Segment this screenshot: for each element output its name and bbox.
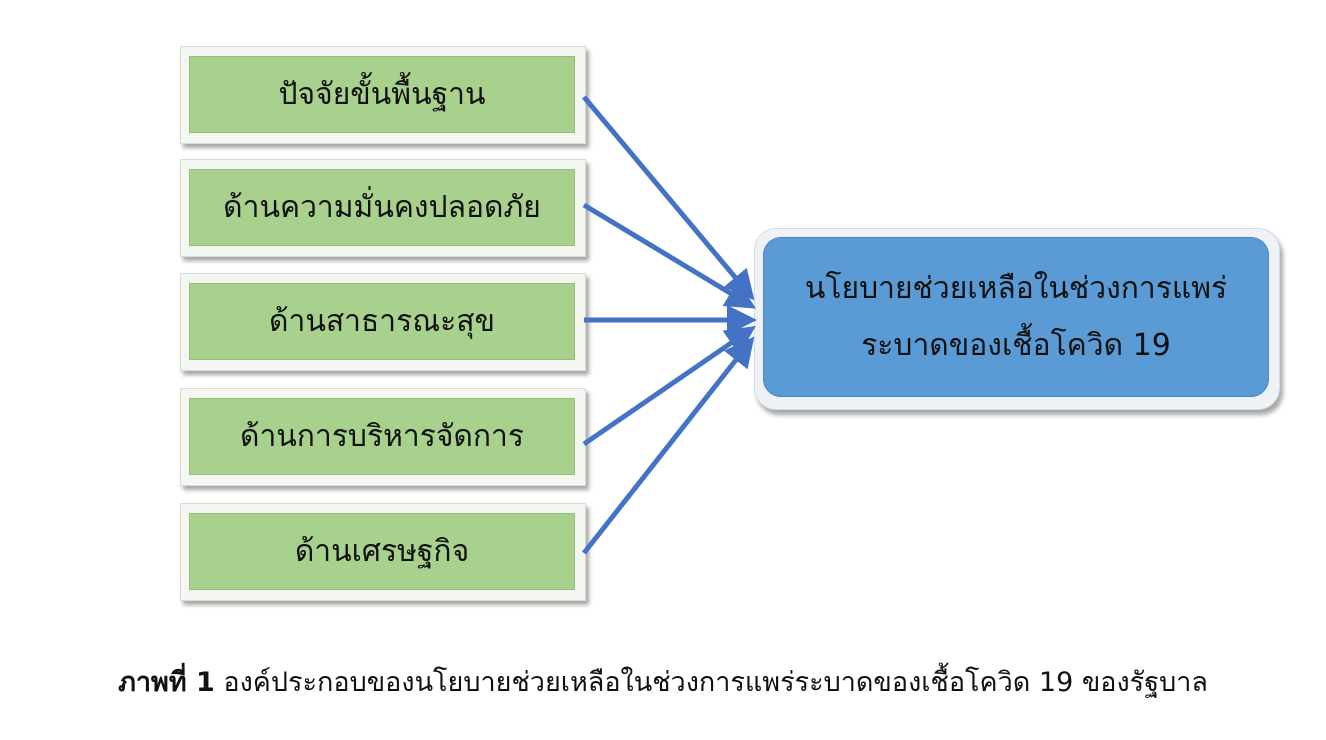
factor-box-security-fill: ด้านความมั่นคงปลอดภัย	[189, 169, 575, 246]
policy-label-line2: ระบาดของเชื้อโควิด 19	[861, 328, 1171, 363]
arrow-management-to-policy	[582, 326, 756, 447]
factor-label-security: ด้านความมั่นคงปลอดภัย	[223, 190, 541, 225]
factor-label-public-health: ด้านสาธารณะสุข	[268, 304, 496, 339]
factor-box-security: ด้านความมั่นคงปลอดภัย	[180, 159, 586, 257]
factor-box-public-health-fill: ด้านสาธารณะสุข	[189, 283, 575, 360]
factor-label-basic: ปัจจัยขั้นพื้นฐาน	[278, 77, 486, 112]
factor-box-public-health: ด้านสาธารณะสุข	[180, 273, 586, 371]
policy-box: นโยบายช่วยเหลือในช่วงการแพร่ ระบาดของเชื…	[754, 228, 1280, 410]
factor-label-management: ด้านการบริหารจัดการ	[239, 419, 525, 454]
factor-box-basic-fill: ปัจจัยขั้นพื้นฐาน	[189, 56, 575, 133]
figure-caption-label: ภาพที่ 1	[118, 667, 215, 698]
factor-label-economy: ด้านเศรษฐกิจ	[294, 534, 470, 569]
arrow-economy-to-policy	[582, 336, 755, 555]
policy-box-fill: นโยบายช่วยเหลือในช่วงการแพร่ ระบาดของเชื…	[763, 237, 1269, 397]
policy-label-line1: นโยบายช่วยเหลือในช่วงการแพร่	[804, 271, 1228, 306]
factor-box-management: ด้านการบริหารจัดการ	[180, 388, 586, 486]
arrow-security-to-policy	[582, 202, 756, 309]
factor-box-basic: ปัจจัยขั้นพื้นฐาน	[180, 46, 586, 144]
figure-caption-text: องค์ประกอบของนโยบายช่วยเหลือในช่วงการแพร…	[223, 667, 1208, 698]
figure-caption: ภาพที่ 1 องค์ประกอบของนโยบายช่วยเหลือในช…	[0, 660, 1326, 703]
arrow-basic-to-policy	[582, 95, 755, 301]
factor-box-management-fill: ด้านการบริหารจัดการ	[189, 398, 575, 475]
factor-box-economy: ด้านเศรษฐกิจ	[180, 503, 586, 601]
factor-box-economy-fill: ด้านเศรษฐกิจ	[189, 513, 575, 590]
